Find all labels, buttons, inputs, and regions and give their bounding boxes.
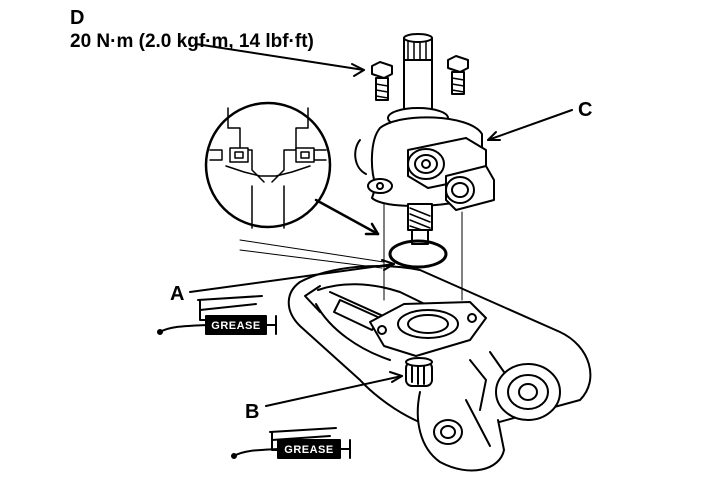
grease-symbol-1: GREASE <box>157 295 277 335</box>
callout-a: A <box>170 283 185 305</box>
leader-c <box>487 109 573 141</box>
leader-a <box>189 259 395 293</box>
mounting-bolt-left <box>371 61 393 101</box>
leader-b <box>265 371 403 407</box>
grease-label-1: GREASE <box>211 320 260 332</box>
fluid-port-lower <box>445 165 495 211</box>
grease-label-2: GREASE <box>284 444 333 456</box>
o-ring <box>388 239 448 269</box>
torque-spec: 20 N·m (2.0 kgf·m, 14 lbf·ft) <box>70 31 314 52</box>
adjuster-nut <box>405 357 433 387</box>
callout-c: C <box>578 99 593 121</box>
grease-symbol-2: GREASE <box>231 427 351 459</box>
callout-b: B <box>245 401 260 423</box>
mounting-bolt-right <box>447 55 469 95</box>
rack-housing <box>287 265 592 472</box>
callout-d: D <box>70 7 85 29</box>
pinion-gear <box>407 203 433 245</box>
leader-d <box>195 43 365 77</box>
detail-magnifier <box>204 101 380 236</box>
valve-body <box>354 33 495 301</box>
